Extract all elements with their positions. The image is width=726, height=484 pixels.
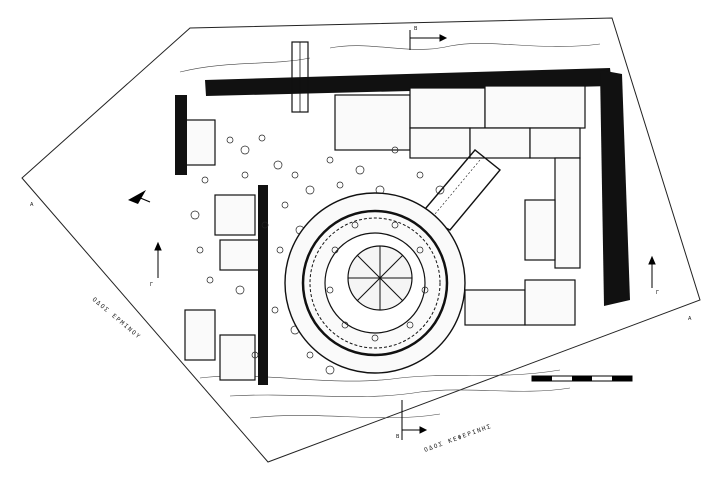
section-marks: Β Β Γ Γ Α Α [30,26,692,440]
street-label-bottom: ΟΔΟΣ ΚΕΦΕΡΙΝΗΣ [423,423,493,454]
section-arrow-icon [154,30,656,440]
svg-text:Γ: Γ [150,282,153,288]
north-wall [205,68,630,306]
well-shaft [291,41,309,113]
property-boundary [21,17,701,463]
svg-text:Β: Β [396,434,400,440]
street-label-left: ΟΔΟΣ ΕΡΜΙΝΟΥ [91,296,143,341]
svg-text:Α: Α [688,316,692,322]
scale-bar [531,375,633,382]
north-arrow-icon [128,190,151,204]
svg-text:Β: Β [414,26,418,32]
svg-text:Α: Α [30,202,34,208]
circular-tholos [284,192,466,374]
stone-walls-west [175,95,268,385]
svg-text:Γ: Γ [656,290,659,296]
stone-walls-north [334,85,586,326]
